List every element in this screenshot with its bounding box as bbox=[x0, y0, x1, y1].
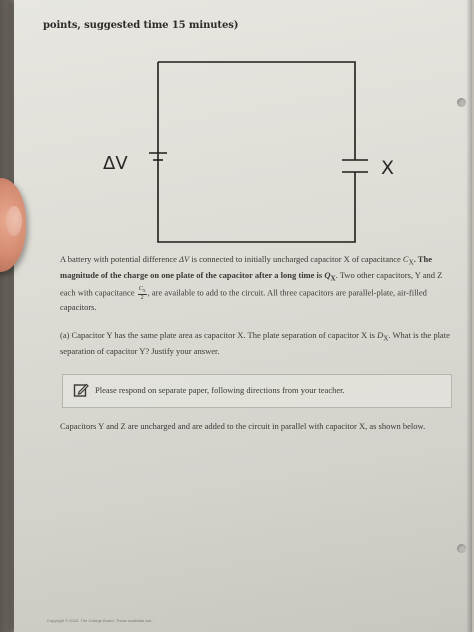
intro-text-5: , are available to add to the circuit. A… bbox=[60, 287, 427, 313]
circuit-wire bbox=[157, 61, 356, 243]
copyright-footer: Copyright © 2015. The College Board. The… bbox=[47, 618, 155, 623]
intro-text-1: A battery with potential difference bbox=[60, 254, 180, 264]
fraction-denominator: 2 bbox=[140, 295, 144, 302]
binder-hole bbox=[457, 98, 466, 107]
symbol-qx-sub: X bbox=[330, 275, 336, 284]
fraction-numerator-sub: X bbox=[142, 288, 146, 294]
paper-page bbox=[14, 0, 472, 632]
page-header: points, suggested time 15 minutes) bbox=[43, 20, 239, 31]
intro-text-2: is connected to initially uncharged capa… bbox=[189, 254, 403, 264]
symbol-delta-v: ΔV bbox=[179, 254, 190, 264]
intro-text-3: . The magnitude of the charge on one pla… bbox=[60, 254, 432, 281]
battery-label: ΔV bbox=[103, 153, 128, 174]
capacitor-x-label: X bbox=[381, 157, 394, 179]
thumb-nail bbox=[6, 206, 22, 236]
symbol-cx: C bbox=[402, 254, 409, 264]
symbol-dx: D bbox=[377, 330, 384, 340]
intro-text-4: . Two other capacitors, Y and Z each wit… bbox=[60, 270, 443, 298]
question-a: (a) Capacitor Y has the same plate area … bbox=[60, 329, 450, 357]
respond-instruction-text: Please respond on separate paper, follow… bbox=[95, 385, 345, 395]
page-edge-shadow bbox=[466, 0, 472, 632]
paragraph-parallel: Capacitors Y and Z are uncharged and are… bbox=[60, 421, 426, 431]
paragraph-intro: A battery with potential difference ΔV i… bbox=[60, 253, 444, 314]
symbol-cx-sub: X bbox=[408, 258, 414, 267]
symbol-dx-sub: X bbox=[383, 334, 389, 343]
question-a-text-2: . What is the plate separation of capaci… bbox=[60, 330, 450, 356]
question-a-text-1: (a) Capacitor Y has the same plate area … bbox=[60, 330, 378, 340]
binder-hole bbox=[457, 544, 466, 553]
respond-instruction-box: Please respond on separate paper, follow… bbox=[62, 374, 452, 408]
symbol-qx: Q bbox=[324, 270, 331, 281]
fraction-numerator: C bbox=[138, 285, 143, 292]
pencil-note-icon bbox=[73, 383, 89, 397]
